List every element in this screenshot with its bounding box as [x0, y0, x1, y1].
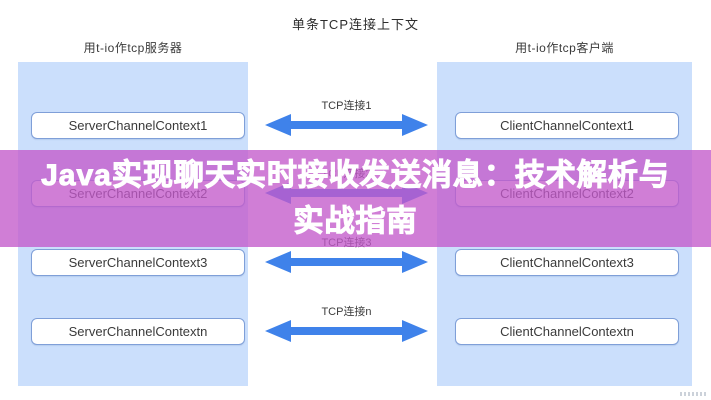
- server-channel-context-node-3: ServerChannelContext3: [31, 249, 245, 276]
- tcp-connection-arrow-3: [265, 251, 428, 273]
- watermark: [680, 392, 706, 396]
- client-channel-context-node-1: ClientChannelContext1: [455, 112, 679, 139]
- server-column-header: 用t-io作tcp服务器: [83, 41, 183, 55]
- arrow-right-head-icon: [402, 114, 428, 136]
- client-channel-context-node-3: ClientChannelContext3: [455, 249, 679, 276]
- client-column-header: 用t-io作tcp客户端: [515, 41, 614, 55]
- arrow-right-head-icon: [402, 251, 428, 273]
- server-channel-context-node-1: ServerChannelContext1: [31, 112, 245, 139]
- tcp-connection-label-n: TCP连接n: [321, 306, 372, 318]
- banner-overlay: Java实现聊天实时接收发送消息：技术解析与 实战指南: [0, 150, 711, 247]
- arrow-shaft: [287, 258, 406, 266]
- arrow-left-head-icon: [265, 251, 291, 273]
- server-channel-context-node-n: ServerChannelContextn: [31, 318, 245, 345]
- arrow-left-head-icon: [265, 320, 291, 342]
- tcp-connection-arrow-n: [265, 320, 428, 342]
- tcp-connection-label-1: TCP连接1: [321, 100, 372, 112]
- client-channel-context-node-n: ClientChannelContextn: [455, 318, 679, 345]
- arrow-right-head-icon: [402, 320, 428, 342]
- banner-title-line-2: 实战指南: [293, 204, 418, 238]
- tcp-connection-arrow-1: [265, 114, 428, 136]
- diagram-title: 单条TCP连接上下文: [291, 17, 419, 32]
- arrow-shaft: [287, 327, 406, 335]
- arrow-shaft: [287, 121, 406, 129]
- banner-title-line-1: Java实现聊天实时接收发送消息：技术解析与: [41, 158, 670, 192]
- arrow-left-head-icon: [265, 114, 291, 136]
